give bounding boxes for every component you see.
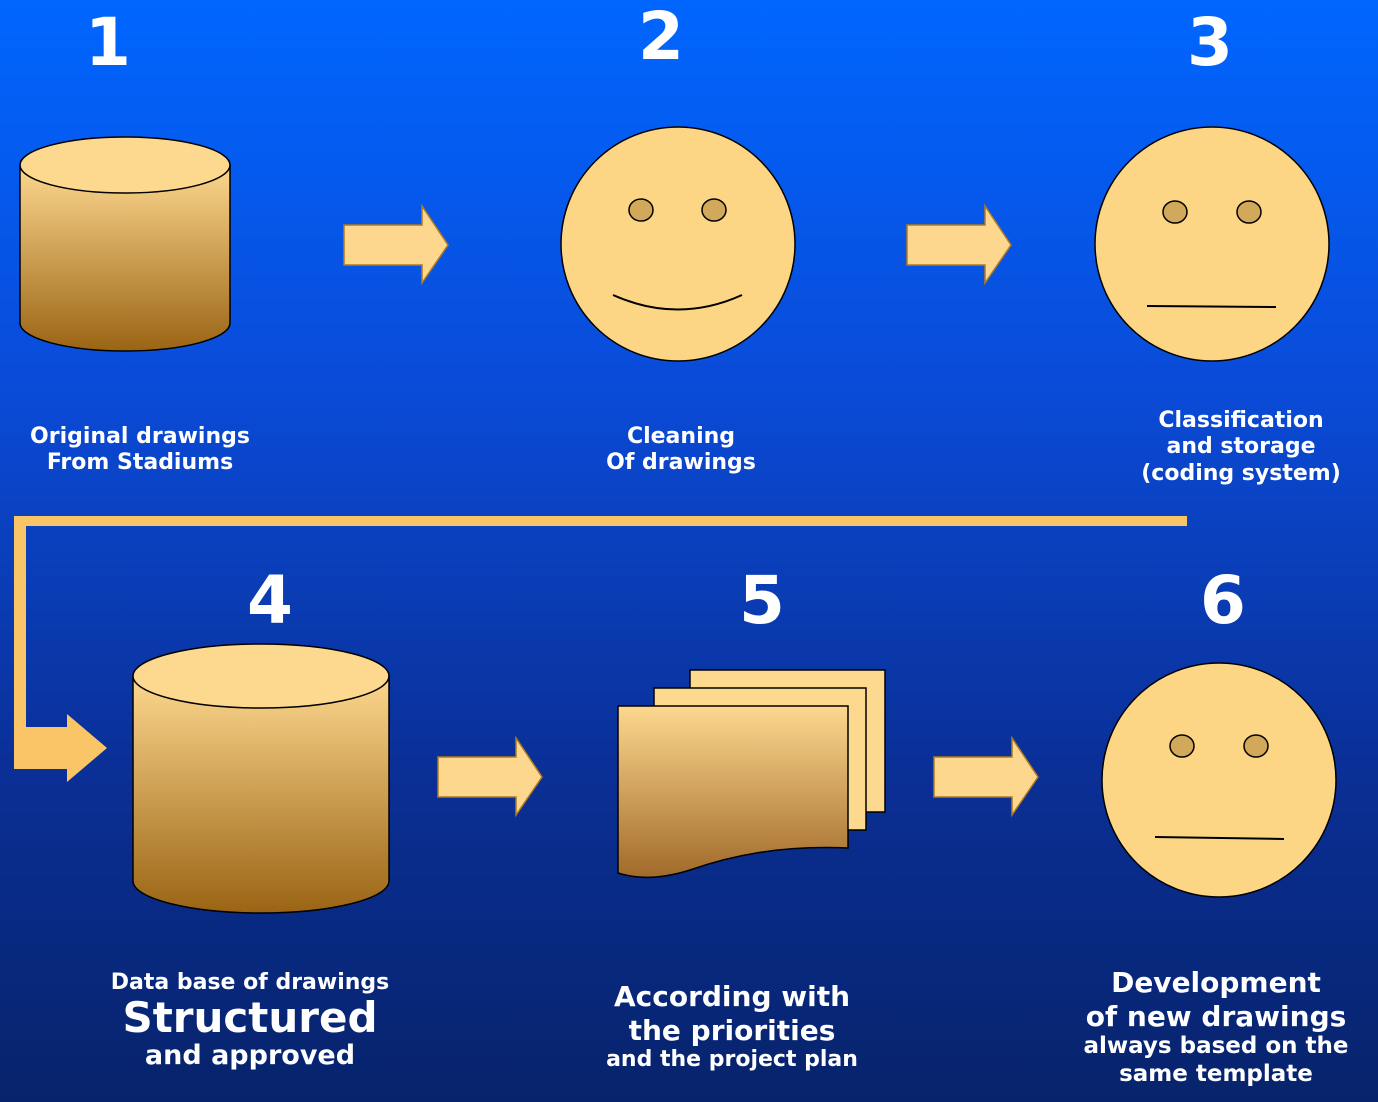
arrow-right-icon: [906, 203, 1012, 286]
caption-line: Cleaning: [626, 424, 736, 449]
caption-line: Original drawings: [30, 424, 250, 449]
caption-line: Classification: [1158, 408, 1324, 433]
step-number: 1: [85, 4, 131, 81]
smiley-face-icon: [560, 126, 796, 362]
neutral-face-icon: [1101, 662, 1337, 898]
step-number: 2: [638, 0, 684, 75]
database-icon: [132, 643, 390, 914]
step-caption: Classification and storage (coding syste…: [1106, 408, 1376, 487]
arrow-right-icon: [437, 735, 543, 818]
step-caption: Data base of drawings Structured and app…: [70, 970, 430, 1073]
arrow-right-icon: [343, 203, 449, 286]
caption-line: Development: [1111, 966, 1321, 999]
step-caption: According with the priorities and the pr…: [572, 980, 892, 1074]
caption-line: Structured: [122, 993, 378, 1043]
caption-line: (coding system): [1141, 460, 1341, 486]
caption-line: always based on the: [1083, 1033, 1349, 1060]
step-caption: Development of new drawings always based…: [1058, 966, 1374, 1088]
step-number: 6: [1200, 562, 1246, 639]
step-number: 3: [1187, 4, 1233, 81]
arrow-right-icon: [933, 735, 1039, 818]
caption-line: Of drawings: [606, 450, 756, 476]
caption-line: and storage: [1166, 434, 1316, 460]
caption-line: same template: [1119, 1060, 1313, 1087]
caption-line: According with: [613, 980, 851, 1013]
caption-line: of new drawings: [1085, 999, 1347, 1033]
database-icon: [19, 136, 231, 352]
caption-line: Data base of drawings: [110, 970, 390, 995]
step-number: 5: [739, 562, 785, 639]
documents-stack-icon: [617, 669, 886, 879]
neutral-face-icon: [1094, 126, 1330, 362]
step-caption: Cleaning Of drawings: [541, 424, 821, 477]
step-number: 4: [247, 562, 293, 639]
caption-line: From Stadiums: [46, 450, 234, 476]
caption-line: the priorities: [628, 1013, 836, 1047]
caption-line: and the project plan: [606, 1047, 858, 1073]
caption-line: and approved: [144, 1040, 356, 1072]
step-caption: Original drawings From Stadiums: [0, 424, 280, 477]
